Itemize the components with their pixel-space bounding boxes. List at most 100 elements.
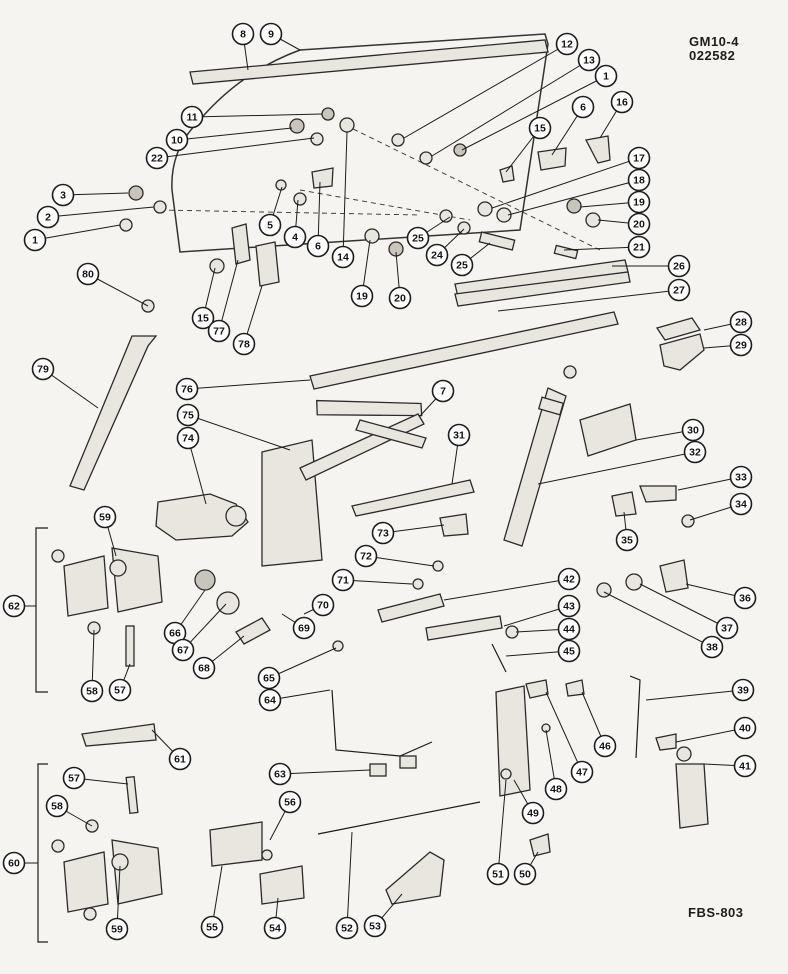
callout-number-17: 17 [633,153,645,165]
callout-number-28: 28 [735,317,747,329]
callout-circle-2 [36,205,60,229]
callout-number-52: 52 [341,923,353,935]
callout-number-19: 19 [356,291,368,303]
callout-number-43: 43 [563,601,575,613]
callout-43: 43 [557,594,581,618]
callout-78: 78 [232,332,256,356]
callout-circle-6 [571,95,595,119]
callout-41: 41 [733,754,757,778]
callout-circle-77 [207,319,231,343]
callout-12: 12 [555,32,579,56]
callout-number-8: 8 [240,29,246,41]
callout-number-58: 58 [86,686,98,698]
callout-number-7: 7 [440,386,446,398]
callout-circle-62 [2,594,26,618]
callout-circle-8 [231,22,255,46]
group-bracket-60 [37,763,48,943]
callout-number-55: 55 [206,922,218,934]
callout-69: 69 [292,616,316,640]
regulator-motor-part [155,493,249,541]
leader-line-2 [47,206,155,218]
callout-circle-65 [257,666,281,690]
callout-number-57: 57 [114,685,126,697]
callout-46: 46 [593,734,617,758]
callout-59: 59 [105,917,129,941]
callout-circle-31 [447,423,471,447]
callout-circle-80 [76,262,100,286]
callout-24: 24 [425,243,449,267]
callout-circle-67 [171,638,195,662]
callout-59: 59 [93,505,117,529]
leader-line-1 [461,75,607,151]
callout-49: 49 [521,801,545,825]
leader-line-22 [156,137,315,159]
callout-number-79: 79 [37,364,49,376]
callout-circle-73 [371,521,395,545]
leader-line-27 [497,289,680,312]
hinge-pin-part-57b [125,775,139,815]
callout-number-59: 59 [111,924,123,936]
callout-20: 20 [388,286,412,310]
callout-47: 47 [570,760,594,784]
callout-40: 40 [733,716,757,740]
callout-number-11: 11 [186,112,197,124]
callout-number-25: 25 [412,233,424,245]
leader-line-1 [34,224,121,241]
callout-number-14: 14 [337,252,349,264]
callout-19: 19 [627,190,651,214]
callout-number-59: 59 [99,512,111,524]
sash-channel-part [351,479,475,517]
callout-number-49: 49 [527,808,539,820]
callout-16: 16 [610,90,634,114]
callout-6: 6 [306,234,330,258]
callout-56: 56 [278,790,302,814]
diagram-code-line-2: 022582 [689,48,736,63]
callout-53: 53 [363,914,387,938]
bracket-part-29 [659,333,705,371]
callout-number-41: 41 [739,761,751,773]
leader-line-14 [342,131,348,258]
callout-5: 5 [258,213,282,237]
callout-number-45: 45 [563,646,575,658]
callout-80: 80 [76,262,100,286]
callout-63: 63 [268,762,292,786]
callout-circle-21 [627,235,651,259]
leader-line-76 [186,379,311,390]
front-run-channel-part [69,335,158,491]
callout-52: 52 [335,916,359,940]
inside-handle-rod-part [317,801,481,835]
callout-number-26: 26 [673,261,685,273]
callout-15: 15 [528,116,552,140]
callout-2: 2 [36,205,60,229]
callout-58: 58 [45,794,69,818]
callout-number-65: 65 [263,673,275,685]
leader-line-80 [87,273,149,307]
callout-25: 25 [450,253,474,277]
power-lock-actuator-part [675,763,709,829]
callout-48: 48 [544,777,568,801]
bracket-part-42 [377,593,445,623]
callout-circle-75 [176,403,200,427]
callout-circle-9 [259,22,283,46]
callout-circle-25 [450,253,474,277]
callout-number-12: 12 [561,39,573,51]
callout-57: 57 [108,678,132,702]
callout-28: 28 [729,310,753,334]
callout-number-46: 46 [599,741,611,753]
callout-circle-16 [610,90,634,114]
callout-circle-55 [200,915,224,939]
callout-number-67: 67 [177,645,189,657]
callout-circle-71 [331,568,355,592]
leader-line-42 [443,578,570,601]
leader-line-75 [187,414,291,451]
callout-25: 25 [406,226,430,250]
leader-line-18 [507,179,640,216]
callout-number-53: 53 [369,921,381,933]
callout-number-54: 54 [269,923,281,935]
callout-circle-78 [232,332,256,356]
callout-circle-20 [388,286,412,310]
callout-circle-68 [192,656,216,680]
callout-number-75: 75 [182,410,194,422]
callout-70: 70 [311,593,335,617]
